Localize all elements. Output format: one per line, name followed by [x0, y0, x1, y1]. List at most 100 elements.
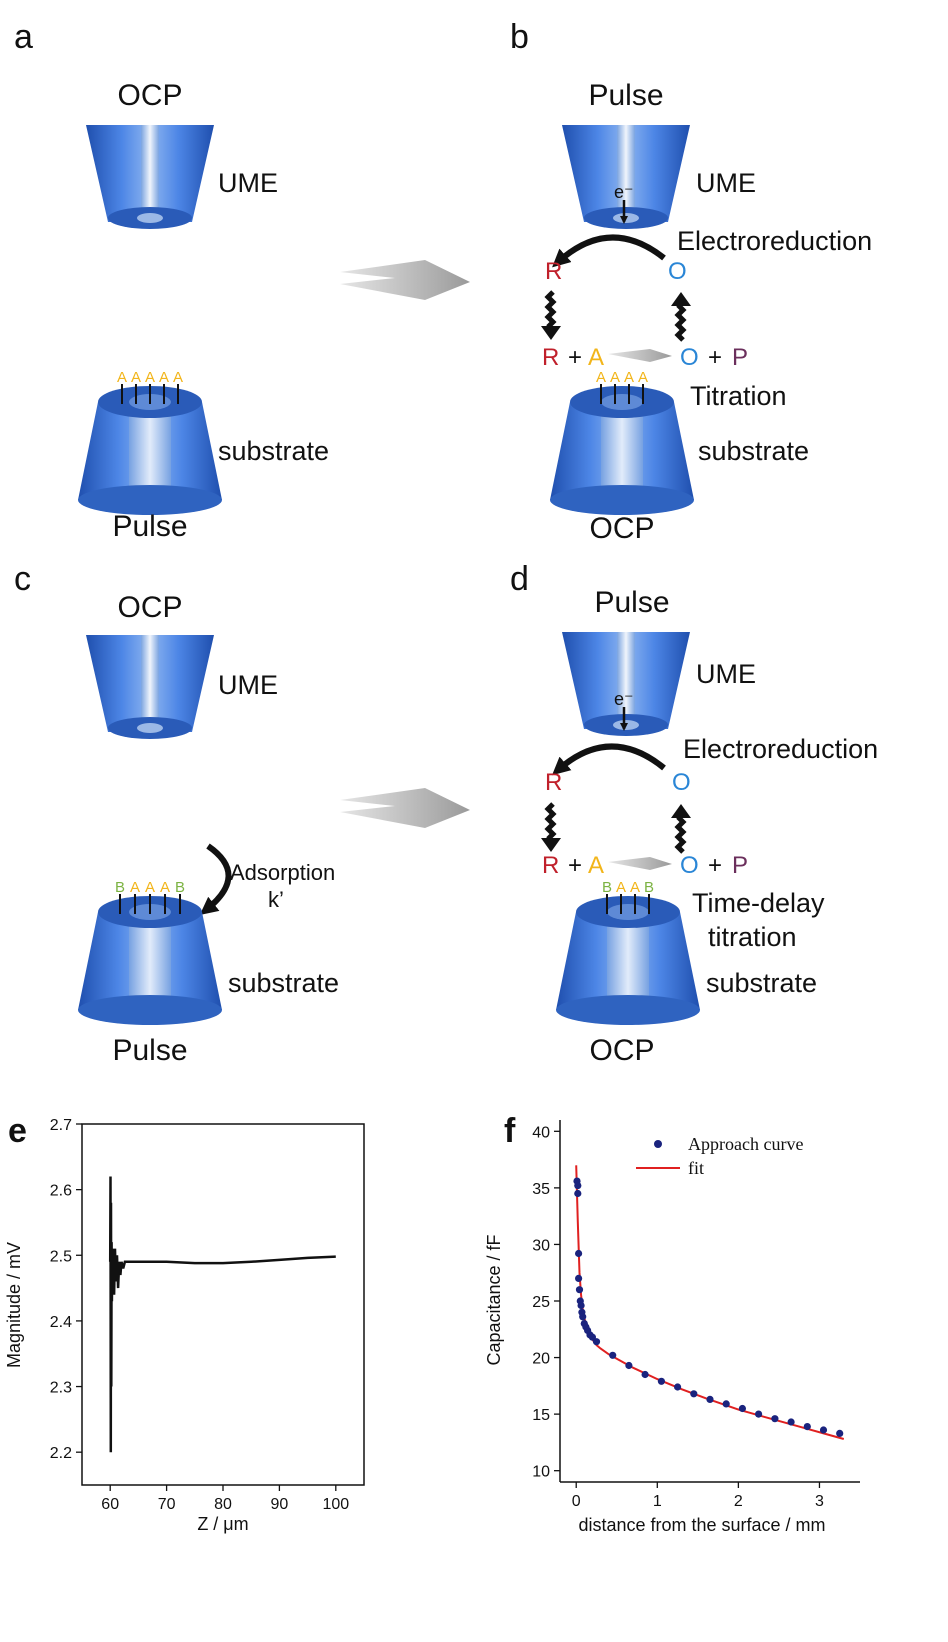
panel-letter-b: b [510, 18, 529, 56]
molecule-a: A [610, 369, 620, 386]
y-tick-label: 2.6 [50, 1183, 72, 1200]
molecule-a: A [160, 879, 170, 896]
data-point [787, 1418, 795, 1426]
tip-state-label: Pulse [588, 79, 663, 112]
reduction-arrow-icon [552, 743, 666, 776]
data-point [819, 1426, 828, 1434]
legend: Approach curve fit [636, 1134, 803, 1178]
ume-label: UME [218, 168, 278, 198]
x-axis-label: Z / μm [197, 1514, 248, 1534]
y-tick-label: 30 [532, 1237, 550, 1254]
ume-tip [86, 125, 214, 229]
titration-arrow-icon [608, 857, 672, 870]
data-point [755, 1410, 763, 1418]
rate-constant-label: k’ [268, 887, 284, 912]
molecule-a: A [616, 879, 626, 896]
y-tick-label: 2.3 [50, 1380, 72, 1397]
panel-letter-f: f [504, 1112, 516, 1150]
ume-label: UME [696, 168, 756, 198]
data-point [575, 1274, 583, 1282]
molecule-a: A [173, 369, 183, 386]
species-a: A [588, 852, 604, 879]
molecule-a: A [638, 369, 648, 386]
panel-b: b Pulse e⁻ UME Electroreduction R O R + … [510, 18, 872, 545]
species-r: R [542, 852, 559, 879]
substrate-label: substrate [218, 436, 329, 466]
molecule-a: A [624, 369, 634, 386]
x-tick-label: 60 [101, 1496, 119, 1513]
data-point [657, 1377, 666, 1385]
electron-label: e⁻ [614, 689, 634, 709]
species-o: O [680, 344, 699, 371]
data-point [836, 1429, 844, 1437]
x-tick-label: 0 [572, 1493, 581, 1510]
y-tick-label: 15 [532, 1407, 550, 1424]
transition-arrow-icon [340, 260, 470, 300]
y-tick-label: 2.2 [50, 1445, 72, 1462]
plus-sign: + [568, 852, 582, 879]
substrate-state-label: OCP [589, 512, 654, 545]
panel-d: d Pulse e⁻ UME Electroreduction R O R + … [510, 560, 878, 1067]
plot-frame [81, 1123, 365, 1486]
substrate-electrode [556, 896, 700, 1025]
diffusion-up-arrow-icon [674, 303, 687, 342]
transition-arrow-icon [340, 788, 470, 828]
data-point [706, 1395, 714, 1403]
panel-letter-a: a [14, 18, 33, 56]
species-p: P [732, 852, 748, 879]
molecule-b: B [644, 879, 654, 896]
molecule-row: B A A A B [115, 879, 185, 914]
data-point [674, 1383, 682, 1391]
molecule-a: A [130, 879, 140, 896]
y-tick-label: 2.5 [50, 1248, 72, 1265]
species-r: R [542, 344, 559, 371]
molecule-a: A [159, 369, 169, 386]
substrate-state-label: Pulse [112, 1034, 187, 1067]
molecule-a: A [145, 369, 155, 386]
x-tick-label: 3 [815, 1493, 824, 1510]
y-tick-label: 10 [532, 1464, 550, 1481]
tip-state-label: OCP [117, 591, 182, 624]
x-tick-label: 70 [158, 1496, 176, 1513]
panel-letter-d: d [510, 560, 529, 598]
data-point [575, 1249, 583, 1258]
panel-letter-c: c [14, 560, 31, 598]
substrate-label: substrate [706, 968, 817, 998]
ume-label: UME [696, 659, 756, 689]
legend-label-fit: fit [688, 1158, 704, 1178]
molecule-row: B A A B [602, 879, 654, 914]
data-point [738, 1404, 747, 1413]
series-line [108, 1176, 336, 1453]
y-tick-label: 35 [532, 1181, 550, 1198]
molecule-a: A [630, 879, 640, 896]
y-tick-label: 40 [532, 1124, 550, 1141]
data-point [592, 1338, 601, 1346]
species-r: R [545, 769, 562, 796]
x-tick-label: 100 [322, 1496, 349, 1513]
titration-label: Titration [690, 381, 787, 411]
ume-tip [562, 125, 690, 229]
substrate-state-label: Pulse [112, 510, 187, 543]
molecule-a: A [145, 879, 155, 896]
species-r: R [545, 258, 562, 285]
x-tick-label: 90 [271, 1496, 289, 1513]
tip-state-label: Pulse [594, 586, 669, 619]
plus-sign: + [708, 344, 722, 371]
ume-tip [562, 632, 690, 736]
diffusion-down-arrow-icon [544, 802, 557, 841]
x-tick-label: 2 [734, 1493, 743, 1510]
panel-a: a OCP UME A A A A A substrate [14, 18, 329, 543]
plus-sign: + [568, 344, 582, 371]
ume-label: UME [218, 670, 278, 700]
molecule-a: A [596, 369, 606, 386]
tip-state-label: OCP [117, 79, 182, 112]
molecule-row: A A A A [596, 369, 648, 404]
reduction-arrow-icon [552, 234, 666, 268]
substrate-electrode [78, 896, 222, 1025]
reaction-label: Electroreduction [677, 226, 872, 256]
molecule-b: B [175, 879, 185, 896]
